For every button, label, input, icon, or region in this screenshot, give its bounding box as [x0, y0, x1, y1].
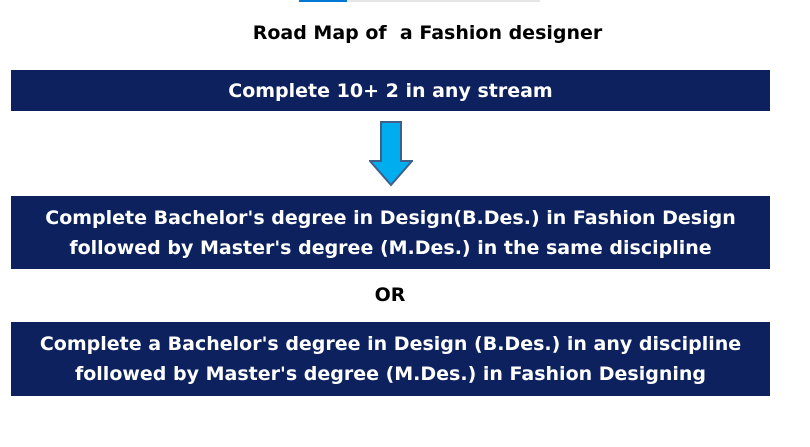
page-title: Road Map of a Fashion designer: [252, 22, 603, 44]
option-1-line-1: Complete Bachelor's degree in Design(B.D…: [45, 206, 736, 229]
step-text: Complete 10+ 2 in any stream: [228, 79, 553, 102]
down-arrow-icon: [369, 121, 413, 187]
step-box-10-plus-2: Complete 10+ 2 in any stream: [11, 70, 770, 111]
progress-bar: [299, 0, 540, 2]
option-box-2: Complete a Bachelor's degree in Design (…: [11, 322, 770, 396]
progress-fill: [299, 0, 348, 2]
option-2-line-1: Complete a Bachelor's degree in Design (…: [39, 333, 742, 355]
option-2-line-2: followed by Master's degree (M.Des.) in …: [74, 363, 707, 385]
option-box-1: Complete Bachelor's degree in Design(B.D…: [11, 196, 770, 269]
or-label: OR: [374, 284, 406, 306]
option-1-line-2: followed by Master's degree (M.Des.) in …: [69, 236, 712, 259]
